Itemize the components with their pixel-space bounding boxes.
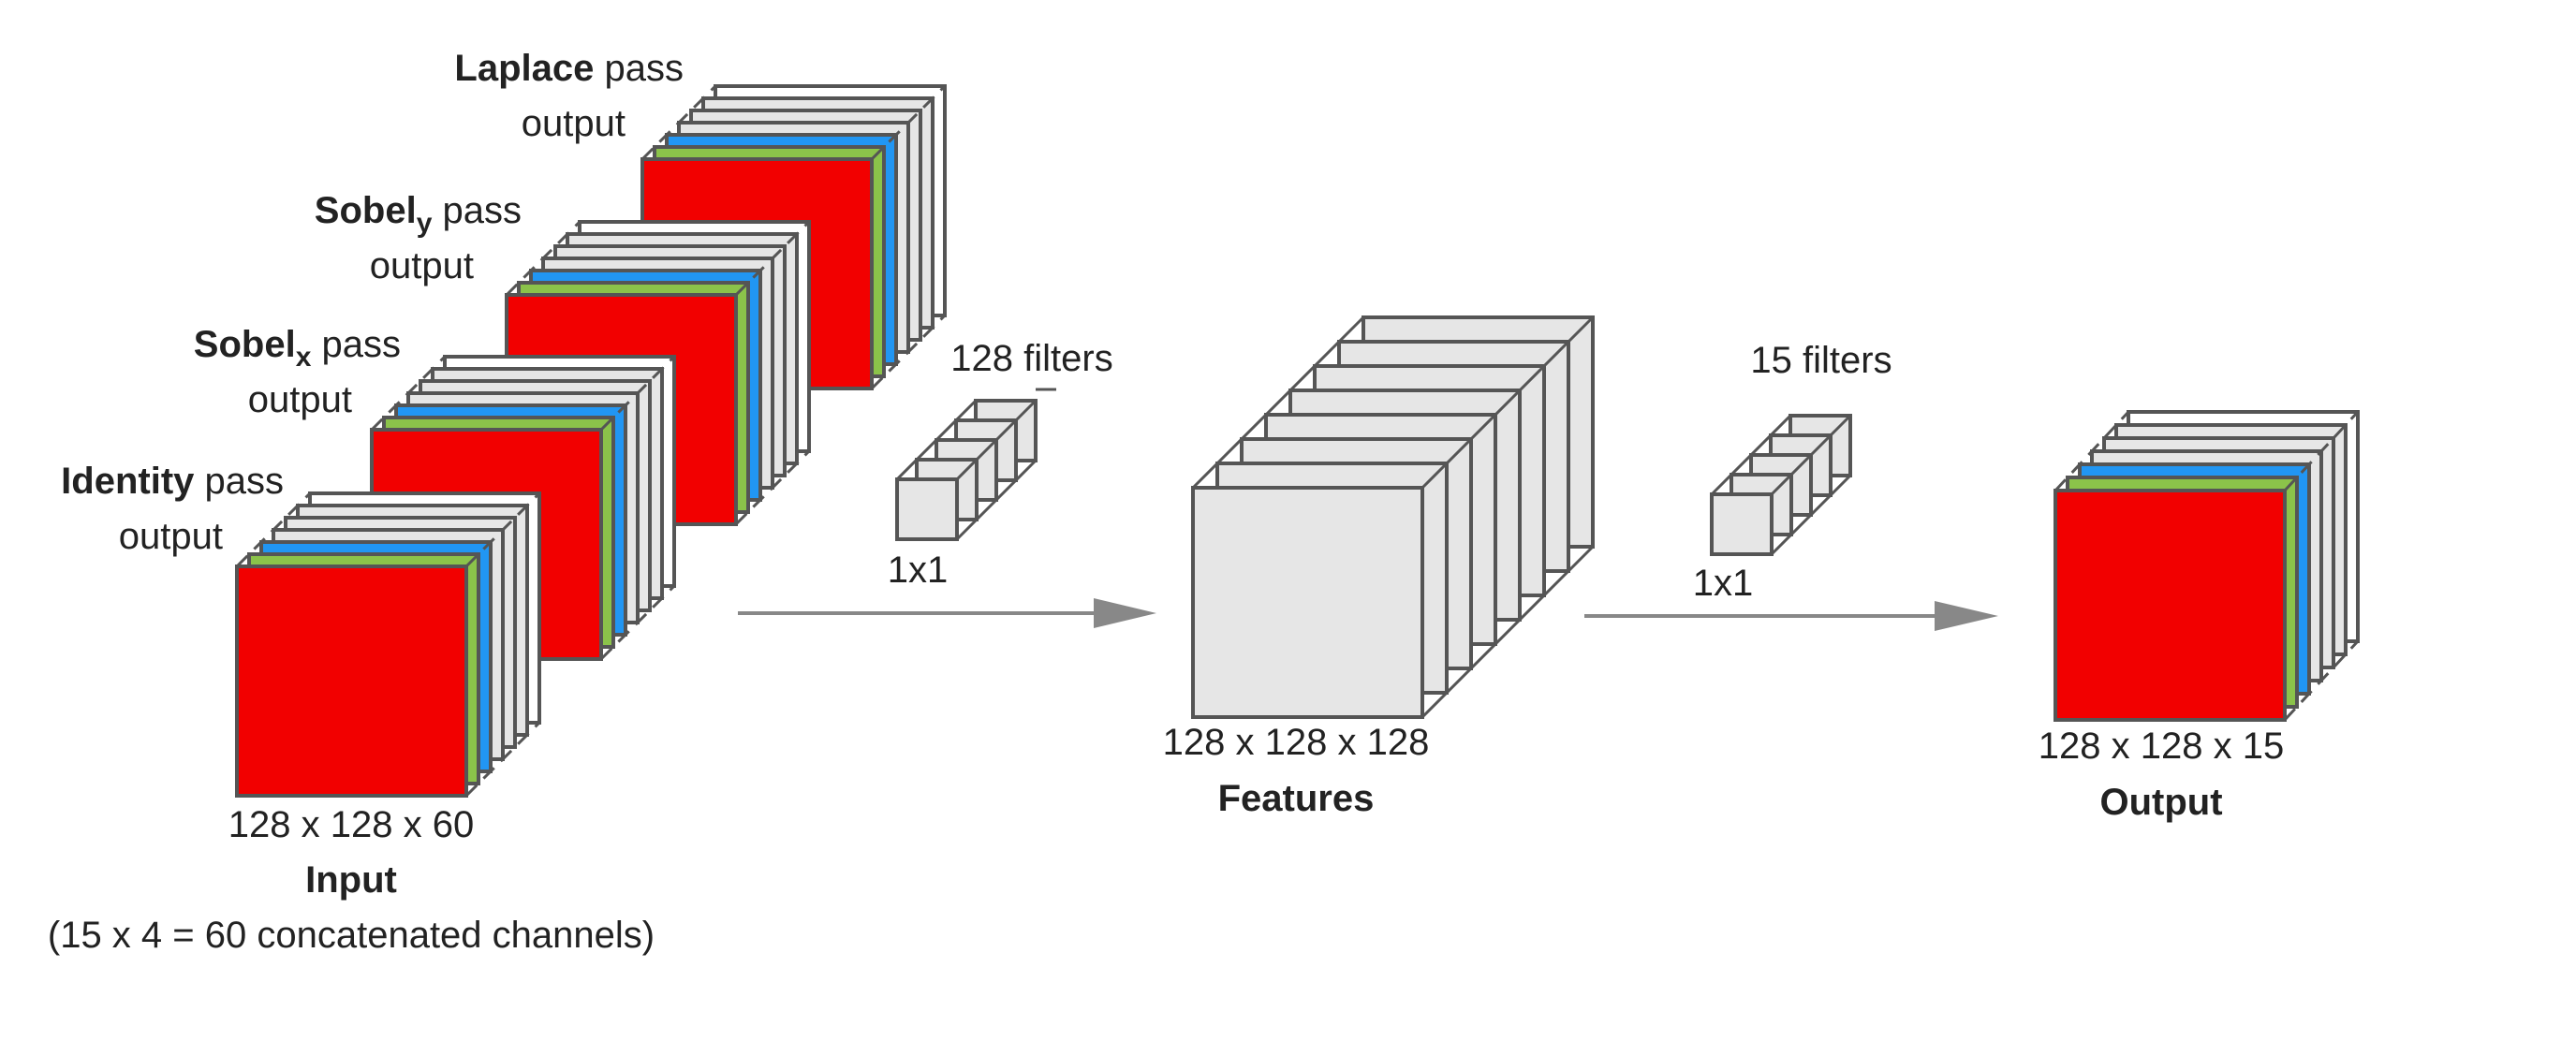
conv1-filter-edge	[895, 399, 978, 481]
output-layer	[2053, 489, 2287, 722]
features-edge	[1420, 315, 1595, 490]
conv2-filters-label: 15 filters	[1750, 340, 1892, 381]
conv1-filter-stack	[895, 388, 1056, 541]
conv2-filter-stack	[1710, 414, 1852, 556]
features-edge	[1420, 545, 1595, 719]
identity-label: Identity pass	[61, 461, 284, 502]
identity-stack-edge	[464, 721, 541, 798]
output-title: Output	[2099, 782, 2222, 823]
features-title: Features	[1218, 778, 1375, 819]
features-layer	[1191, 486, 1424, 719]
identity-stack-edge	[464, 491, 541, 568]
conv2-filter-edge	[1770, 474, 1852, 556]
input-subtitle: (15 x 4 = 60 concatenated channels)	[48, 915, 655, 956]
features-edge	[1191, 315, 1365, 490]
conv1-kernel-label: 1x1	[888, 550, 949, 591]
output-edge	[2283, 410, 2360, 492]
output-stack	[2053, 410, 2360, 722]
output-dims: 128 x 128 x 15	[2039, 726, 2284, 767]
input-channel-stacks	[235, 84, 947, 798]
identity-stack-layer	[235, 564, 468, 798]
sobel-y-stack-edge	[734, 449, 811, 526]
conv2-filter-layer	[1710, 492, 1774, 556]
sobel-y-label-line2: output	[370, 245, 474, 286]
conv1-filter-edge	[955, 459, 1038, 541]
conv1-filter-layer	[895, 477, 959, 541]
features-stack	[1191, 315, 1595, 719]
conv2-filter-edge	[1710, 414, 1792, 496]
sobel-y-stack-edge	[734, 220, 811, 297]
conv1-filters-label: 128 filters	[950, 338, 1112, 379]
features-dims: 128 x 128 x 128	[1163, 722, 1430, 763]
output-edge	[2283, 639, 2360, 722]
input-dims: 128 x 128 x 60	[228, 804, 474, 845]
sobel-x-stack-edge	[599, 584, 676, 661]
conv2-filter-edge	[1770, 414, 1852, 496]
laplace-label-line2: output	[522, 103, 626, 144]
sobel-x-label: Sobelx pass	[194, 324, 401, 373]
sobel-x-stack-edge	[370, 355, 447, 432]
laplace-stack-edge	[640, 84, 717, 161]
laplace-stack-edge	[870, 84, 947, 161]
laplace-stack-edge	[870, 314, 947, 390]
identity-label-line2: output	[119, 516, 223, 557]
conv2-kernel-label: 1x1	[1693, 563, 1754, 604]
sobel-y-stack-edge	[505, 220, 581, 297]
laplace-label: Laplace pass	[454, 48, 684, 89]
conv1-filter-edge	[955, 399, 1038, 481]
output-edge	[2053, 410, 2130, 492]
arrow-to-features	[738, 598, 1156, 628]
input-title: Input	[305, 859, 397, 901]
identity-stack-edge	[235, 491, 312, 568]
sobel-x-label-line2: output	[248, 379, 352, 420]
sobel-y-label: Sobely pass	[315, 190, 522, 239]
arrow-to-output	[1584, 601, 1998, 631]
sobel-x-stack-edge	[599, 355, 676, 432]
